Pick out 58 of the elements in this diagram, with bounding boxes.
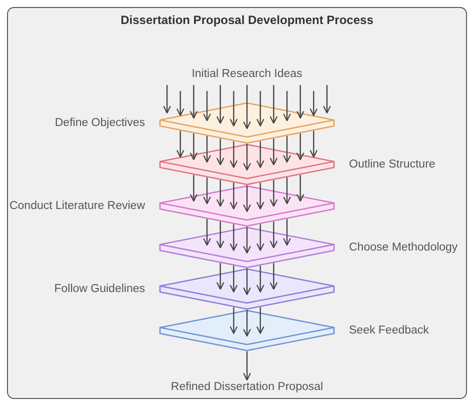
arrow	[216, 263, 224, 290]
arrow	[190, 85, 198, 119]
arrow	[310, 130, 318, 158]
arrow	[270, 138, 278, 166]
arrow	[216, 85, 224, 124]
arrow	[243, 310, 251, 337]
arrow	[230, 91, 238, 126]
layer-label: Outline Structure	[349, 158, 436, 170]
arrow	[243, 226, 251, 254]
arrow	[270, 85, 278, 124]
arrow	[203, 91, 211, 122]
layer-label: Choose Methodology	[349, 242, 458, 254]
arrow	[243, 185, 251, 212]
arrow	[283, 177, 291, 204]
diagram-title: Dissertation Proposal Development Process	[120, 13, 374, 27]
output-label: Refined Dissertation Proposal	[170, 381, 324, 393]
layer-label: Follow Guidelines	[54, 283, 145, 295]
arrow	[256, 307, 264, 334]
arrow	[323, 85, 331, 114]
arrow	[203, 136, 211, 163]
arrow	[270, 180, 278, 207]
arrow	[256, 224, 264, 251]
arrow	[256, 182, 264, 210]
arrow	[190, 133, 198, 160]
arrow	[256, 266, 264, 292]
arrow	[203, 177, 211, 204]
arrow	[283, 91, 291, 122]
arrow	[230, 141, 238, 168]
arrow	[310, 91, 318, 116]
arrow	[230, 182, 238, 210]
arrow	[256, 91, 264, 126]
layer-label: Seek Feedback	[349, 324, 429, 336]
arrow	[230, 266, 238, 292]
input-label: Initial Research Ideas	[192, 68, 302, 80]
arrow	[243, 351, 251, 381]
arrow	[216, 222, 224, 248]
arrow	[270, 263, 278, 290]
arrow	[283, 218, 291, 246]
layer-label: Conduct Literature Review	[9, 200, 145, 212]
layer-label: Define Objectives	[54, 117, 145, 129]
arrow	[296, 133, 304, 160]
arrow	[243, 144, 251, 171]
arrow	[230, 307, 238, 334]
arrow	[270, 222, 278, 248]
arrow	[163, 85, 171, 114]
arrow	[243, 85, 251, 130]
arrow	[296, 174, 304, 202]
arrow	[296, 85, 304, 119]
arrow	[230, 224, 238, 251]
arrow	[216, 138, 224, 166]
arrow	[216, 180, 224, 207]
arrow	[283, 136, 291, 163]
arrow	[176, 91, 184, 116]
arrow	[176, 130, 184, 158]
arrow	[243, 268, 251, 296]
arrow	[256, 141, 264, 168]
arrow	[203, 218, 211, 246]
arrow	[190, 174, 198, 202]
